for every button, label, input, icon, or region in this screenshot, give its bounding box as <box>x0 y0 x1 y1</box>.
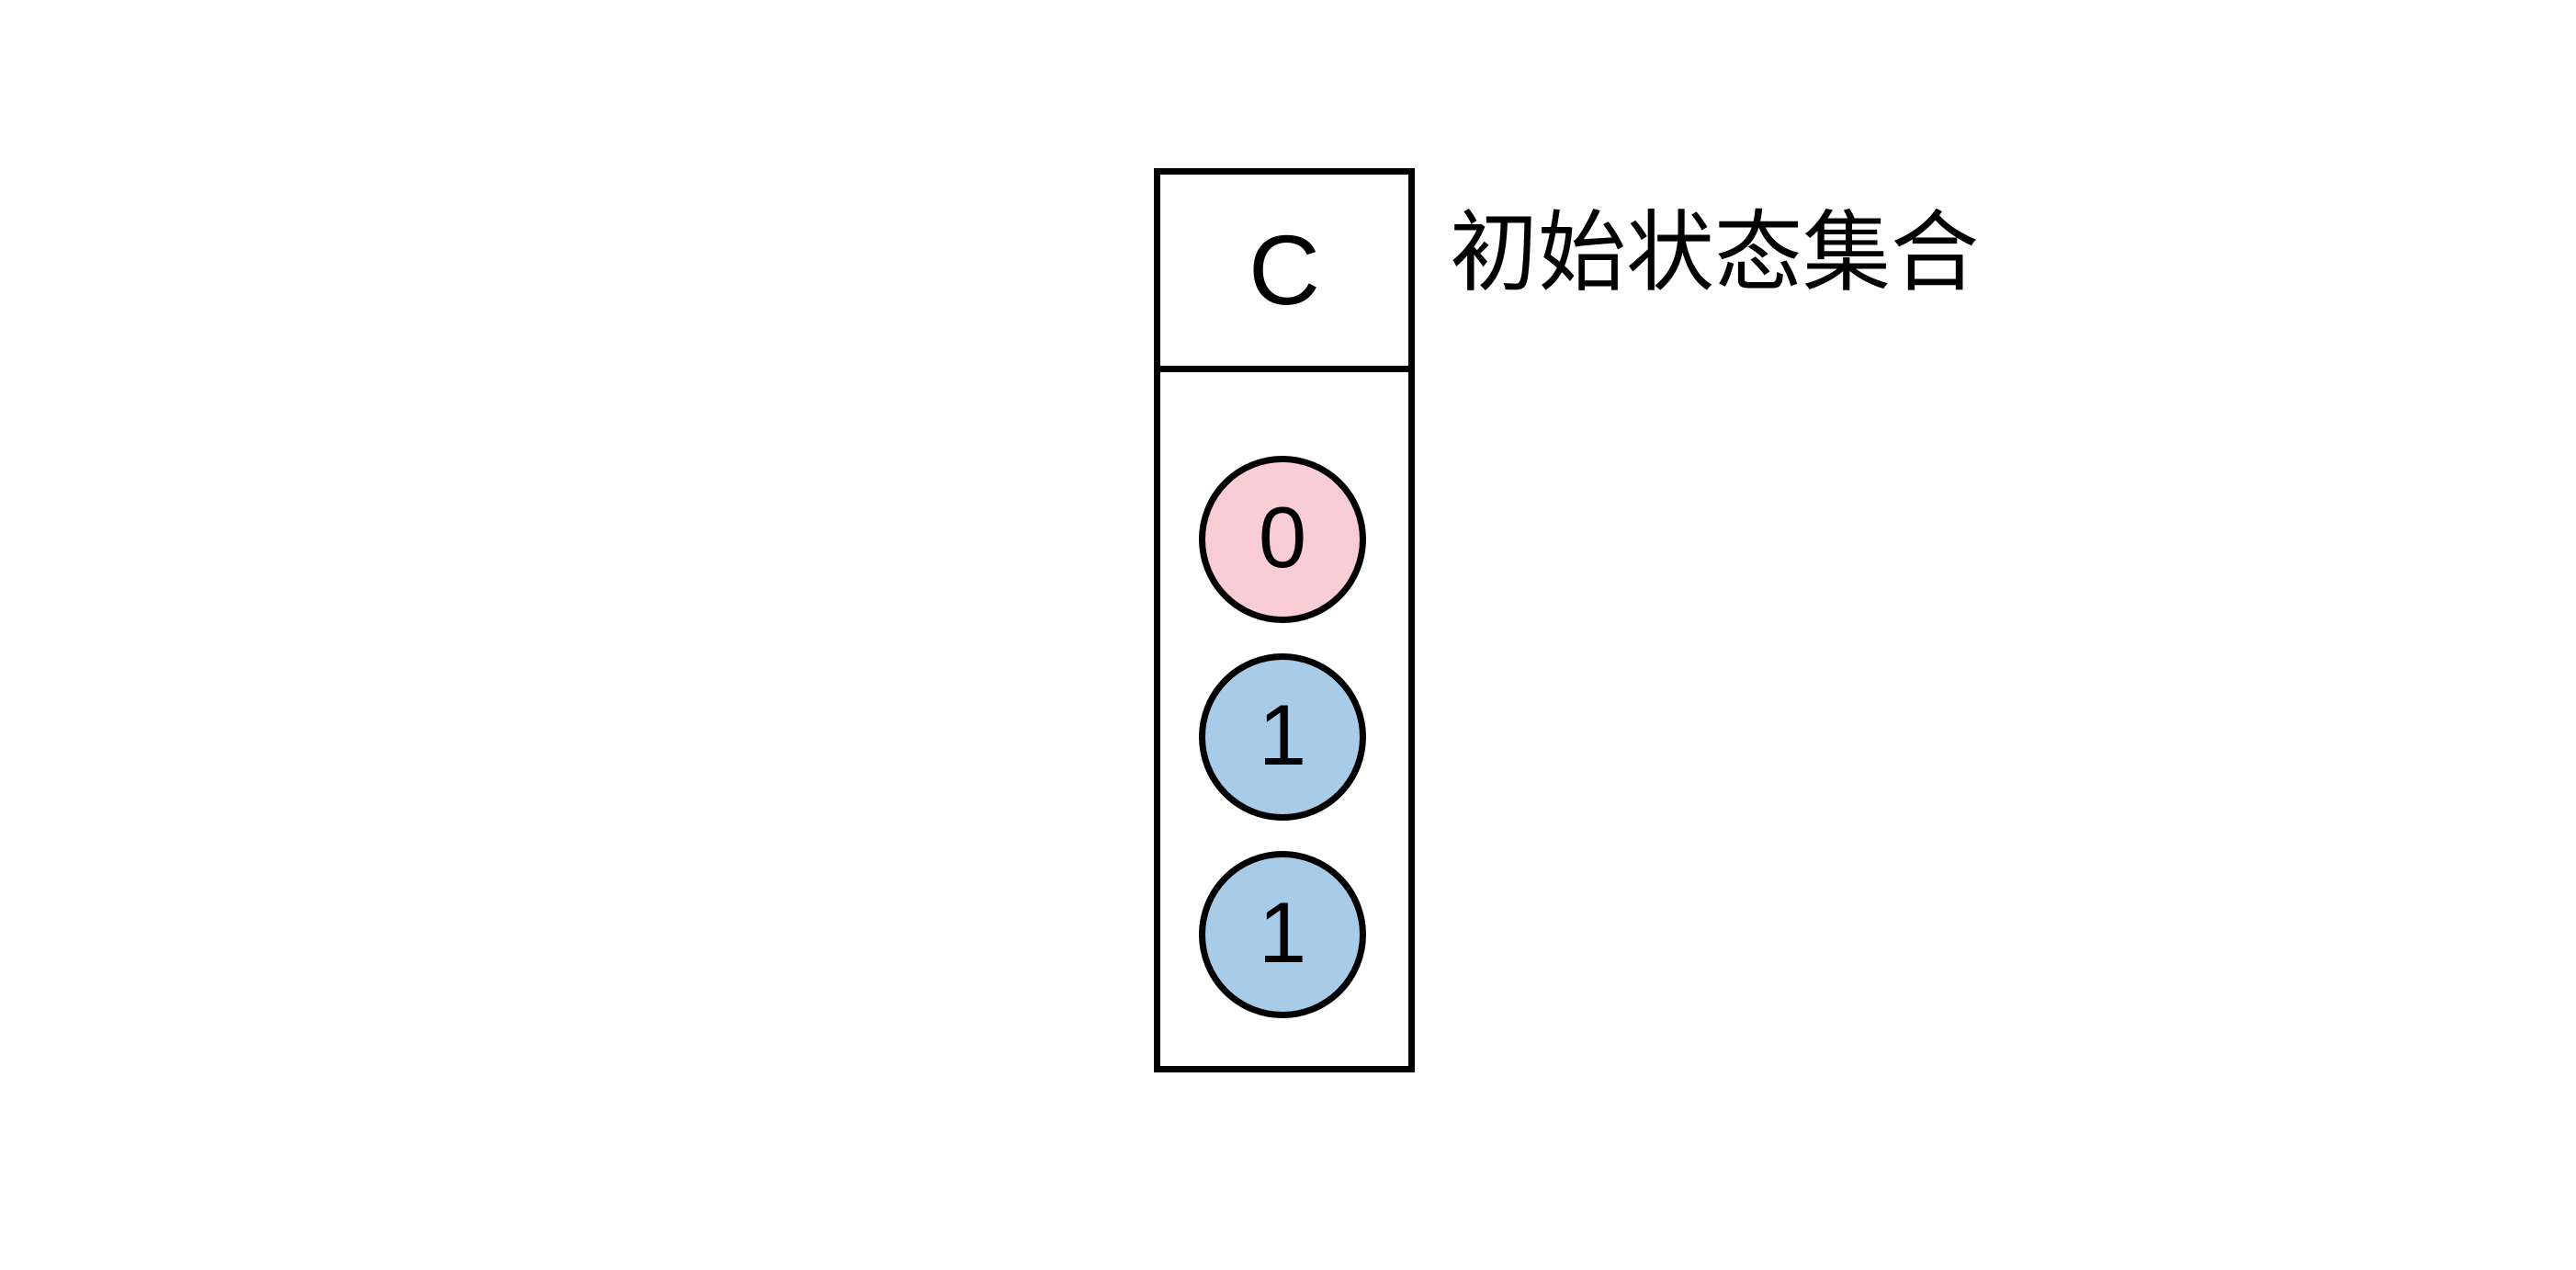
state-node[interactable]: 1 <box>1199 851 1366 1018</box>
state-node-label: 1 <box>1258 686 1307 783</box>
state-node-label: 0 <box>1258 489 1307 585</box>
state-set-header-label: C <box>1248 214 1320 325</box>
state-set-body: 0 1 1 <box>1160 372 1408 1066</box>
state-node-label: 1 <box>1258 884 1307 981</box>
state-set-header: C <box>1160 175 1408 372</box>
state-node[interactable]: 0 <box>1199 456 1366 623</box>
diagram-annotation-label: 初始状态集合 <box>1450 204 1979 302</box>
state-set-column: C 0 1 1 <box>1154 168 1415 1072</box>
state-node[interactable]: 1 <box>1199 653 1366 821</box>
